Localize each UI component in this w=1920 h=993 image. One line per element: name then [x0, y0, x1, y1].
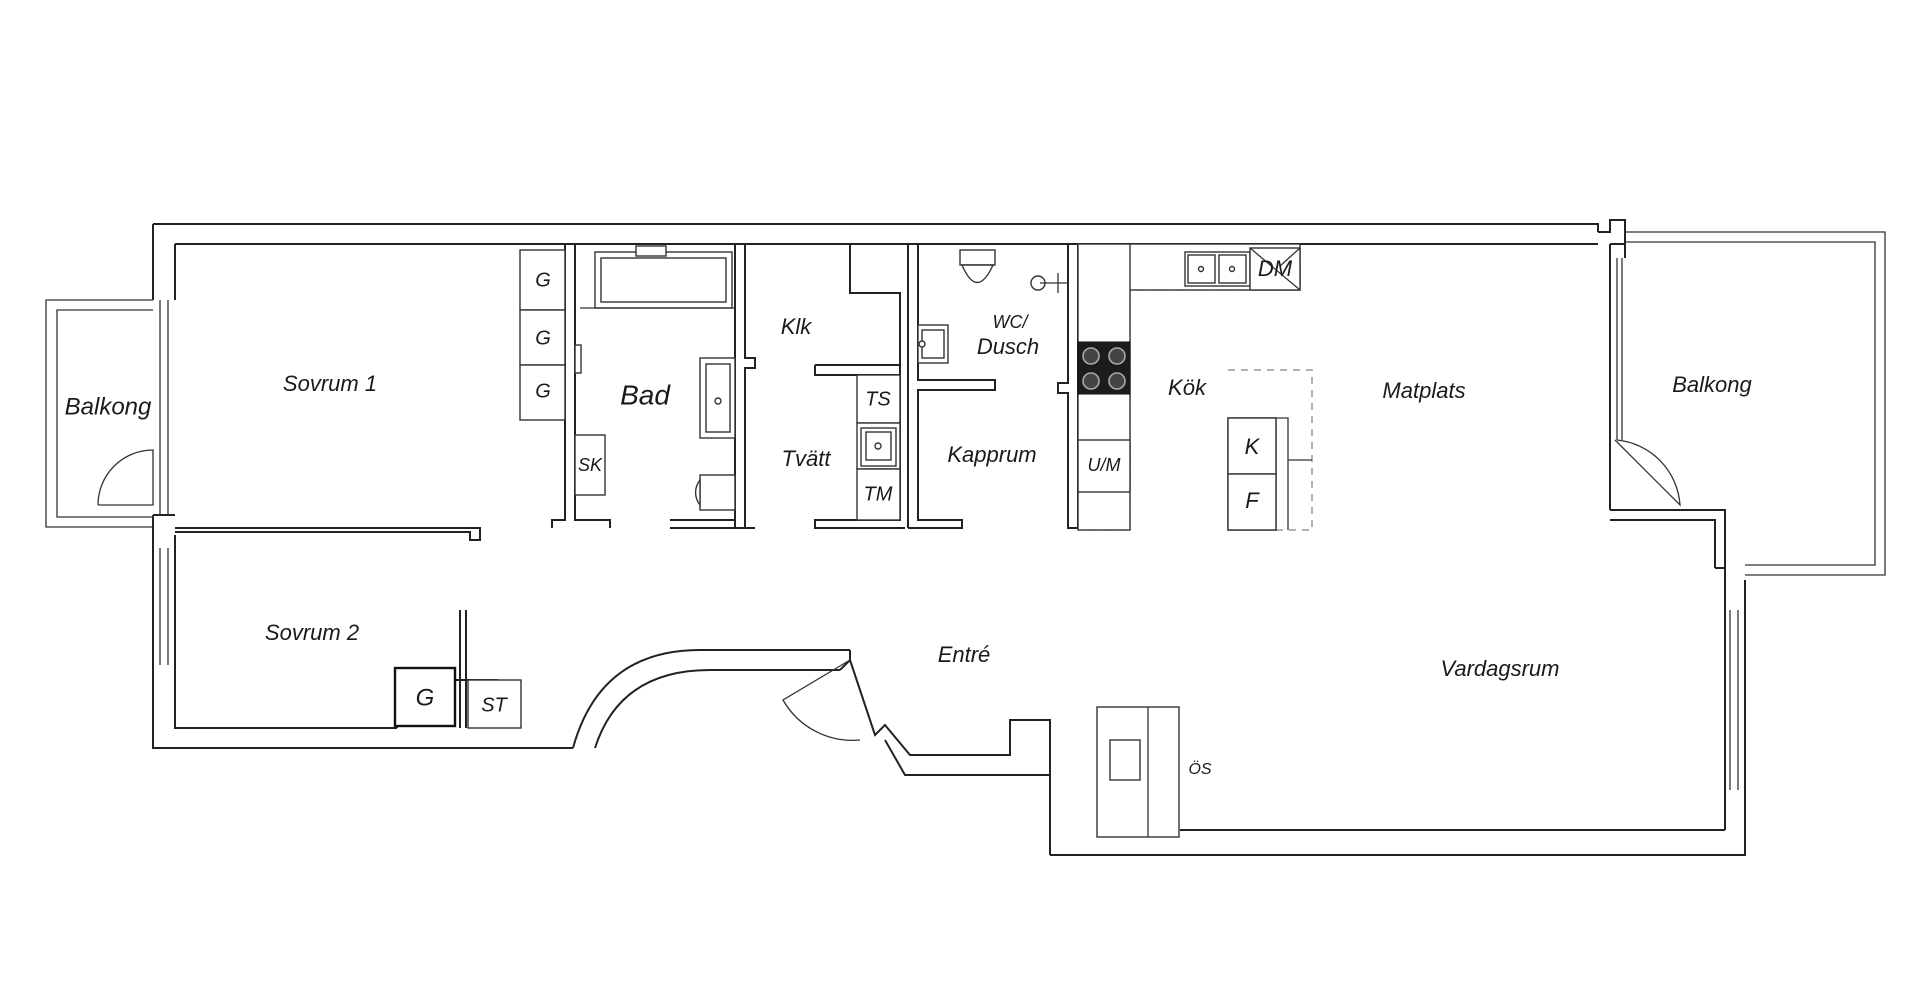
room-label-dusch: Dusch [977, 334, 1039, 359]
label-dm: DM [1258, 256, 1293, 281]
sink-bad [699, 357, 736, 439]
wardrobe-column [519, 249, 566, 421]
room-label-kok: Kök [1168, 375, 1207, 400]
bathtub [594, 245, 733, 309]
room-label-sovrum1: Sovrum 1 [283, 371, 377, 396]
room-label-tvatt: Tvätt [782, 446, 832, 471]
room-labels: Balkong Sovrum 1 Sovrum 2 Bad Klk Tvätt … [65, 312, 1753, 681]
room-label-sovrum2: Sovrum 2 [265, 620, 359, 645]
towel-rail [574, 344, 582, 374]
room-label-balkong-right: Balkong [1672, 372, 1752, 397]
doors [97, 439, 1681, 742]
sovrum2-wardrobe [393, 666, 457, 728]
label-f: F [1245, 488, 1260, 513]
tvatt-machines [856, 374, 901, 521]
label-st: ST [481, 694, 508, 716]
label-tm: TM [864, 483, 893, 505]
um-oven [1077, 439, 1131, 493]
st-cabinet [467, 679, 522, 729]
sk-cabinet [574, 434, 606, 496]
shower-head [1030, 273, 1068, 293]
balcony-left-outline [45, 299, 153, 528]
balcony-right-outline [1625, 231, 1886, 576]
sink-wc [917, 324, 949, 364]
fixture-labels: G G G SK TS TM DM U/M K F G ST ÖS [416, 256, 1293, 778]
room-label-wc: WC/ [993, 312, 1030, 332]
stove [1077, 341, 1131, 395]
label-wardrobe-1: G [535, 269, 551, 291]
fireplace [1096, 706, 1180, 838]
room-label-entre: Entré [938, 642, 991, 667]
exterior-walls [152, 219, 1746, 856]
label-um: U/M [1088, 455, 1121, 475]
label-wardrobe-2: G [535, 327, 551, 349]
kitchen-island [1227, 369, 1313, 531]
label-sk: SK [578, 455, 603, 475]
label-ts: TS [865, 388, 891, 410]
room-label-kapprum: Kapprum [947, 442, 1036, 467]
windows [159, 258, 1739, 790]
label-k: K [1245, 434, 1261, 459]
label-os: ÖS [1188, 760, 1211, 778]
room-label-klk: Klk [781, 314, 813, 339]
room-label-matplats: Matplats [1382, 378, 1465, 403]
room-label-vardagsrum: Vardagsrum [1440, 656, 1559, 681]
label-wardrobe-sovrum2: G [416, 684, 435, 711]
toilet-bad [694, 474, 736, 511]
room-label-balkong-left: Balkong [65, 393, 152, 420]
label-wardrobe-3: G [535, 380, 551, 402]
dishwasher [1249, 247, 1301, 291]
kitchen-sink [1184, 251, 1251, 287]
toilet-wc [959, 249, 996, 284]
room-label-bad: Bad [620, 379, 671, 410]
